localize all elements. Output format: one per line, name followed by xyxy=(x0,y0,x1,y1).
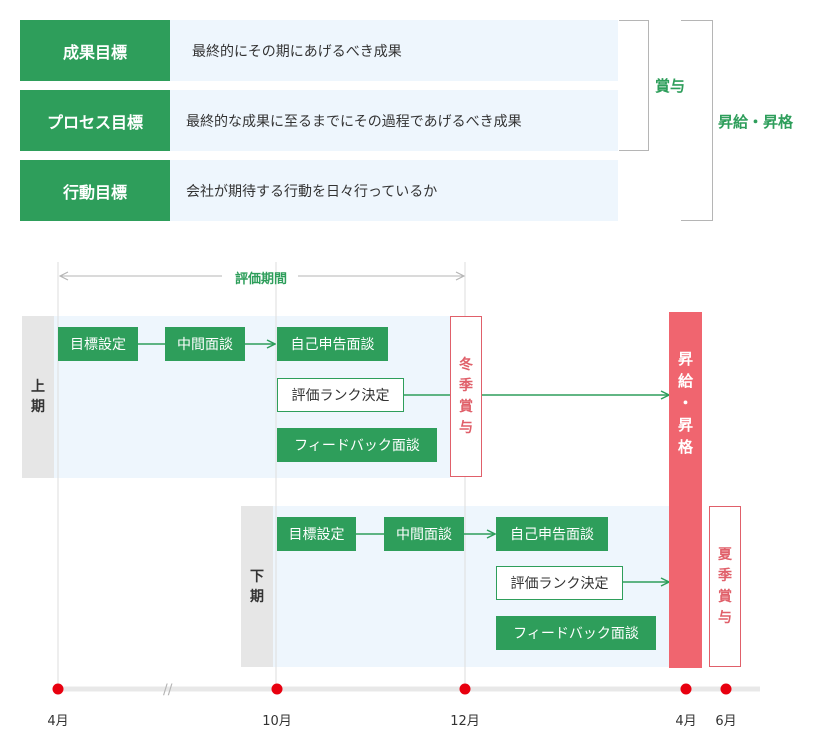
goal-desc-process: 最終的な成果に至るまでにその過程であげるべき成果 xyxy=(170,90,618,151)
second-half-midterm-interview: 中間面談 xyxy=(384,517,464,551)
summer-bonus-box: 夏 季 賞 与 xyxy=(709,506,741,667)
axis-dot-apr-next xyxy=(680,683,692,695)
goal-desc-outcome: 最終的にその期にあげるべき成果 xyxy=(170,20,618,81)
promotion-bracket-label: 昇給・昇格 xyxy=(718,113,794,131)
first-half-self-report-interview: 自己申告面談 xyxy=(277,327,388,361)
second-half-tag: 下 期 xyxy=(241,506,273,667)
first-half-rank-decision: 評価ランク決定 xyxy=(277,378,404,412)
bonus-bracket-label: 賞与 xyxy=(655,77,686,95)
axis-dot-oct xyxy=(271,683,283,695)
first-half-goal-setting: 目標設定 xyxy=(58,327,138,361)
raise-promotion-bar: 昇 給 ・ 昇 格 xyxy=(669,312,702,668)
month-label-apr: 4月 xyxy=(47,714,69,729)
promotion-bracket xyxy=(681,20,713,221)
goal-desc-behavior: 会社が期待する行動を日々行っているか xyxy=(170,160,618,221)
second-half-rank-decision: 評価ランク決定 xyxy=(496,566,623,600)
month-label-dec: 12月 xyxy=(450,714,480,729)
svg-text://: // xyxy=(163,682,173,698)
winter-bonus-box: 冬 季 賞 与 xyxy=(450,316,482,477)
axis-dot-dec xyxy=(459,683,471,695)
goal-label-process: プロセス目標 xyxy=(20,90,170,151)
goal-label-behavior: 行動目標 xyxy=(20,160,170,221)
second-half-self-report-interview: 自己申告面談 xyxy=(496,517,608,551)
goal-label-outcome: 成果目標 xyxy=(20,20,170,81)
month-label-oct: 10月 xyxy=(262,714,292,729)
first-half-tag: 上 期 xyxy=(22,316,54,478)
first-half-feedback-interview: フィードバック面談 xyxy=(277,428,437,462)
axis-dot-jun xyxy=(720,683,732,695)
second-half-feedback-interview: フィードバック面談 xyxy=(496,616,656,650)
first-half-midterm-interview: 中間面談 xyxy=(165,327,245,361)
bonus-bracket xyxy=(619,20,649,151)
month-label-jun: 6月 xyxy=(715,714,737,729)
month-label-apr-next: 4月 xyxy=(675,714,697,729)
second-half-goal-setting: 目標設定 xyxy=(277,517,356,551)
axis-dot-apr xyxy=(52,683,64,695)
evaluation-period-label: 評価期間 xyxy=(234,272,287,287)
